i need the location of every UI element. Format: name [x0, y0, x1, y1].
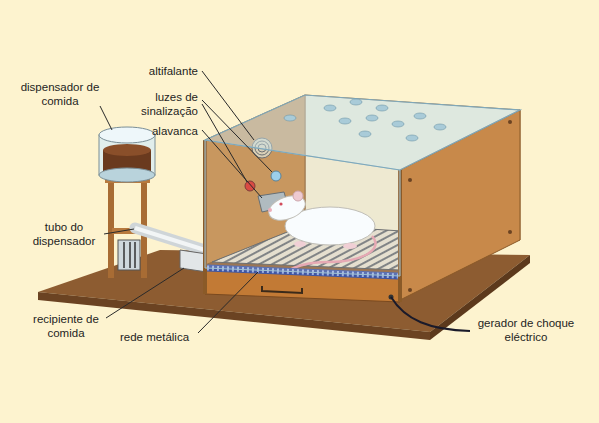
leader-lines — [100, 71, 272, 333]
lid-holes — [284, 99, 446, 141]
part-label: altifalante — [118, 64, 198, 78]
drawer-handle — [262, 286, 302, 293]
part-label: rede metálica — [120, 330, 215, 344]
shock-wire — [391, 297, 470, 331]
part-label: recipiente de comida — [26, 312, 106, 340]
food-dispenser — [99, 127, 155, 278]
part-label: luzes de sinalização — [123, 90, 198, 118]
lid — [205, 95, 520, 170]
part-label: alavanca — [118, 124, 198, 138]
dispenser-tube — [135, 228, 205, 250]
part-label: tubo do dispensador — [24, 220, 104, 248]
dispenser-tube-highlight — [135, 228, 205, 250]
food-cup — [180, 250, 207, 272]
part-label: gerador de choque eléctrico — [470, 316, 582, 344]
part-label: dispensador de comida — [20, 80, 100, 108]
